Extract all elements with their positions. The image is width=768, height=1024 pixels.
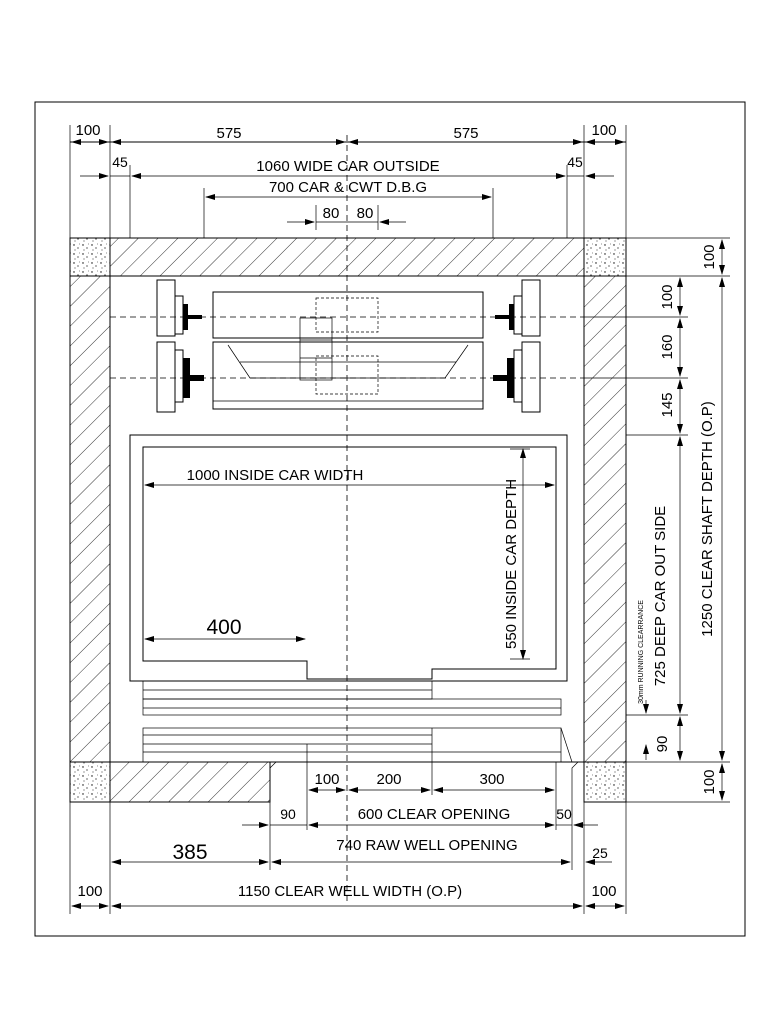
- drawing-frame: [34, 101, 746, 937]
- dim-right-90: 90: [654, 736, 671, 753]
- dim-car-cwt-dbg: 700 CAR & CWT D.B.G: [269, 179, 427, 196]
- dim-right-100-a: 100: [659, 284, 676, 309]
- dim-top-left-100: 100: [75, 122, 100, 139]
- dim-rail-80-left: 80: [323, 205, 340, 222]
- dim-right-25: 25: [592, 845, 608, 861]
- right-rail-bracket-upper: [521, 279, 541, 337]
- dim-clear-shaft-depth: 1250 CLEAR SHAFT DEPTH (O.P): [699, 401, 716, 637]
- dim-left-90: 90: [280, 806, 296, 822]
- dim-right-top-100: 100: [701, 244, 718, 269]
- shaft-walls: [69, 237, 627, 803]
- cwt-frame-upper: [212, 291, 484, 339]
- right-rail-bracket-lower: [521, 341, 541, 413]
- dim-inside-car-depth: 550 INSIDE CAR DEPTH: [503, 479, 520, 649]
- column-top-right: [583, 237, 627, 277]
- bottom-left-wall: [109, 761, 271, 803]
- column-top-left: [69, 237, 111, 277]
- landing-sill: [142, 727, 562, 763]
- dim-right-145: 145: [659, 392, 676, 417]
- dim-bottom-right-100: 100: [591, 883, 616, 900]
- dim-top-right-100: 100: [591, 122, 616, 139]
- left-rail-bracket-lower: [156, 341, 176, 413]
- dim-left-385: 385: [172, 841, 207, 864]
- lift-car: [129, 434, 573, 763]
- right-wall: [583, 275, 627, 763]
- dim-right-45: 45: [567, 154, 583, 170]
- column-bottom-left: [69, 761, 111, 803]
- left-rail-bracket-upper: [156, 279, 176, 337]
- dim-door-400: 400: [206, 616, 241, 639]
- dim-top-left-575: 575: [216, 125, 241, 142]
- dimension-lines: [69, 125, 730, 914]
- dim-inside-car-width: 1000 INSIDE CAR WIDTH: [187, 467, 364, 484]
- counterweight-assembly: [156, 279, 541, 413]
- dim-car-outside: 1060 WIDE CAR OUTSIDE: [256, 158, 439, 175]
- cwt-frame-lower: [212, 341, 484, 410]
- dim-bottom-left-100: 100: [77, 883, 102, 900]
- dim-sill-200: 200: [376, 771, 401, 788]
- left-wall: [69, 275, 111, 763]
- dim-sill-100: 100: [314, 771, 339, 788]
- dim-clear-opening: 600 CLEAR OPENING: [358, 806, 511, 823]
- dim-running-clearance: 30mm RUNNING CLEARRANCE: [638, 600, 645, 704]
- dim-right-160: 160: [659, 334, 676, 359]
- dim-top-right-575: 575: [453, 125, 478, 142]
- car-inner-wall: [142, 446, 557, 680]
- dimension-labels: 100 575 575 100 45 45 1060 WIDE CAR OUTS…: [75, 122, 718, 900]
- dim-right-50: 50: [556, 806, 572, 822]
- dim-right-bottom-100: 100: [701, 769, 718, 794]
- dim-rail-80-right: 80: [357, 205, 374, 222]
- dim-left-45: 45: [112, 154, 128, 170]
- column-bottom-right: [583, 761, 627, 803]
- dim-clear-well-width: 1150 CLEAR WELL WIDTH (O.P): [238, 883, 462, 900]
- dim-sill-300: 300: [479, 771, 504, 788]
- dim-raw-well-opening: 740 RAW WELL OPENING: [336, 837, 517, 854]
- dim-deep-car-outside: 725 DEEP CAR OUT SIDE: [652, 506, 669, 686]
